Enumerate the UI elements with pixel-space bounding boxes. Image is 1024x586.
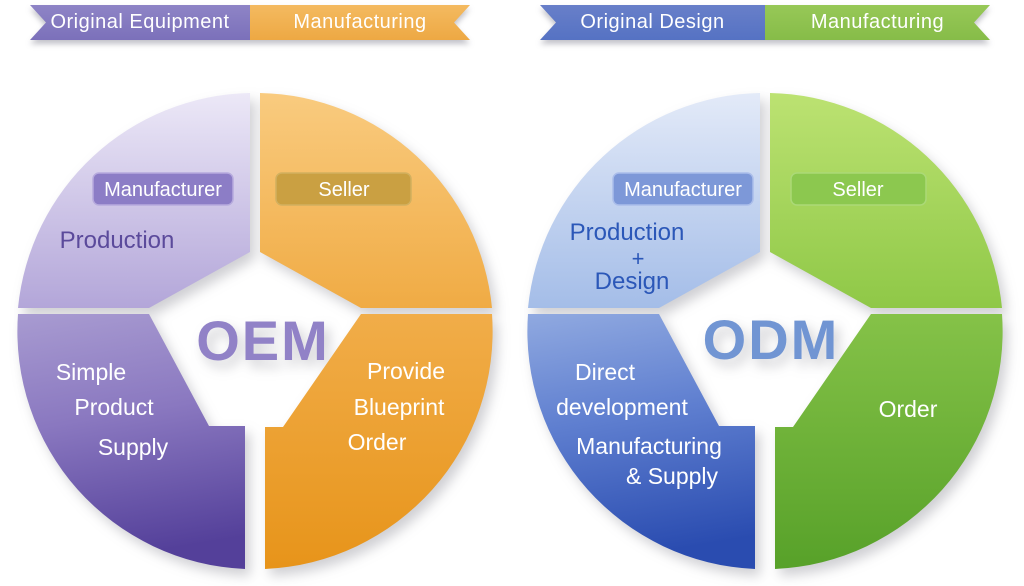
- oem-manufacturer-chip-label: Manufacturer: [104, 179, 222, 201]
- odm-manufacturer-chip-label: Manufacturer: [624, 179, 742, 201]
- oem-cycle-diagram: Manufacturer Seller Production Simple Pr…: [17, 93, 493, 569]
- odm-development-label: development: [556, 394, 688, 420]
- oem-manufacturer-chip: [92, 172, 234, 206]
- oem-simple-label: Simple: [56, 359, 126, 385]
- oem-blueprint-label: Blueprint: [354, 394, 445, 420]
- oem-seller-chip-label: Seller: [318, 179, 369, 201]
- odm-center-title: ODM: [703, 308, 840, 371]
- odm-plus-label: +: [632, 246, 645, 271]
- odm-design-label: Design: [595, 268, 670, 295]
- oem-manufacturer-bottom-quadrant: [17, 314, 246, 569]
- odm-production-label: Production: [570, 219, 685, 246]
- oem-ribbon-banner: Original Equipment Manufacturing: [30, 5, 470, 40]
- odm-manufacturer-chip: [612, 172, 754, 206]
- oem-production-label: Production: [60, 227, 175, 254]
- oem-supply-label: Supply: [98, 434, 169, 460]
- odm-cycle-diagram: Manufacturer Seller Production + Design …: [527, 93, 1003, 569]
- odm-order-label: Order: [879, 396, 938, 422]
- oem-product-label: Product: [74, 394, 154, 420]
- oem-seller-chip: [275, 172, 412, 206]
- oem-ribbon-right-label: Manufacturing: [293, 11, 427, 33]
- oem-ribbon-left-segment: Original Equipment: [30, 5, 250, 40]
- oem-provide-label: Provide: [367, 358, 445, 384]
- odm-ribbon: Original Design Manufacturing: [540, 5, 990, 40]
- odm-ribbon-left-label: Original Design: [580, 11, 725, 33]
- odm-manufacturer-bottom-quadrant: [527, 314, 755, 569]
- odm-and-supply-label: & Supply: [626, 463, 719, 489]
- odm-seller-chip-label: Seller: [832, 179, 883, 201]
- odm-seller-chip: [790, 172, 927, 206]
- oem-order-label: Order: [348, 429, 407, 455]
- oem-ribbon-left-label: Original Equipment: [50, 11, 230, 33]
- odm-direct-label: Direct: [575, 359, 636, 385]
- oem-ribbon-right-segment: Manufacturing: [250, 5, 470, 40]
- oem-center-title: OEM: [196, 309, 330, 372]
- oem-seller-bottom-quadrant: [265, 314, 493, 569]
- odm-ribbon-right-segment: Manufacturing: [765, 5, 990, 40]
- odm-ribbon-right-label: Manufacturing: [810, 11, 945, 33]
- odm-seller-bottom-quadrant: [775, 314, 1003, 569]
- odm-manufacturing-label: Manufacturing: [576, 433, 722, 459]
- odm-ribbon-left-segment: Original Design: [540, 5, 765, 40]
- oem-ribbon: Original Equipment Manufacturing: [30, 5, 470, 40]
- odm-ribbon-banner: Original Design Manufacturing: [540, 5, 990, 40]
